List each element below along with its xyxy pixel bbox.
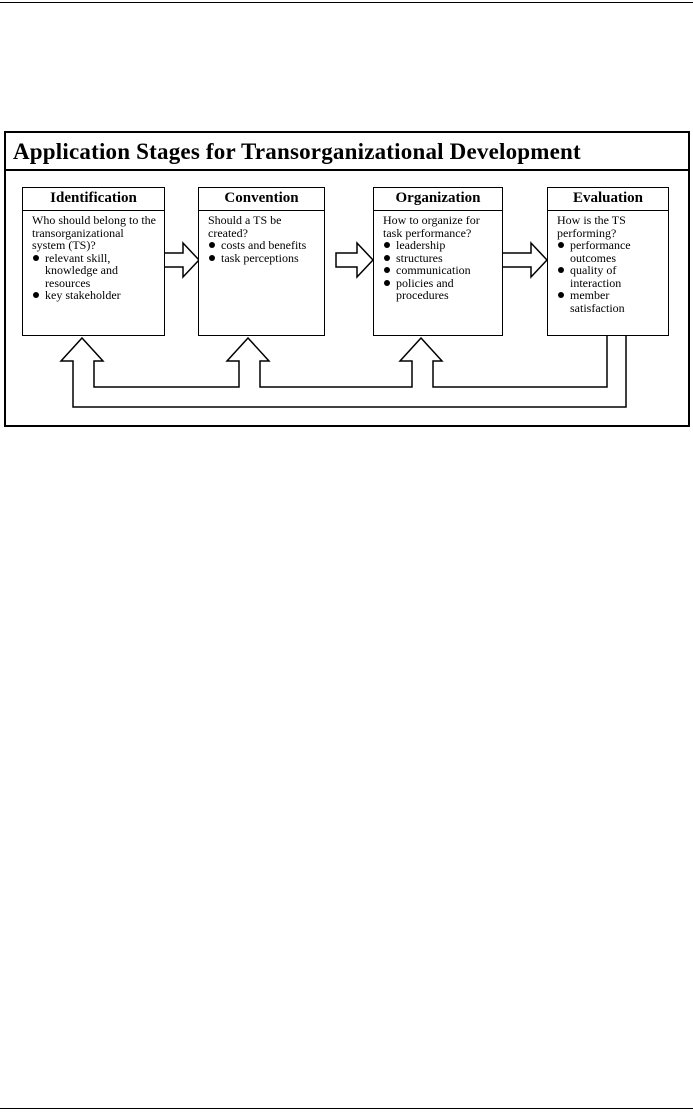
bullet-item: task perceptions — [208, 250, 320, 265]
stage-bullets: relevant skill, knowledge and resources … — [32, 250, 160, 302]
title-divider — [6, 169, 688, 171]
bullet-dot-icon — [209, 254, 215, 261]
stage-title: Organization — [374, 188, 502, 211]
stage-evaluation: Evaluation How is the TS performing? per… — [547, 187, 669, 336]
stage-question: Should a TS be created? — [208, 213, 282, 240]
bullet-item: key stakeholder — [32, 289, 160, 302]
flow-arrows — [59, 241, 627, 408]
forward-arrow-1 — [163, 241, 201, 279]
bullet-item: leadership — [383, 239, 498, 252]
bullet-text: task perceptions — [221, 250, 299, 265]
stage-convention: Convention Should a TS be created? costs… — [198, 187, 325, 336]
bullet-dot-icon — [33, 254, 39, 261]
bullet-text: member satisfaction — [570, 288, 625, 315]
bullet-text: leadership — [396, 238, 446, 252]
bullet-dot-icon — [209, 242, 215, 248]
bullet-dot-icon — [558, 242, 564, 248]
stage-bullets: performance outcomes quality of interact… — [557, 239, 664, 314]
bullet-item: communication — [383, 264, 498, 277]
bullet-text: policies and procedures — [396, 275, 454, 302]
bullet-text: structures — [396, 250, 443, 265]
bullet-dot-icon — [558, 267, 564, 273]
feedback-loop-arrow — [59, 334, 627, 408]
bullet-text: key stakeholder — [45, 288, 121, 302]
bullet-dot-icon — [384, 254, 390, 261]
bullet-text: costs and benefits — [221, 238, 307, 252]
page-top-rule — [0, 2, 693, 3]
forward-arrow-2 — [335, 241, 375, 279]
bullet-dot-icon — [558, 292, 564, 298]
stage-title: Identification — [23, 188, 164, 211]
tod-stages-figure: Application Stages for Transorganization… — [4, 131, 690, 427]
stage-question: Who should belong to the transorganizati… — [32, 213, 156, 252]
stage-title: Evaluation — [548, 188, 668, 211]
page-bottom-rule — [0, 1108, 693, 1109]
stage-organization: Organization How to organize for task pe… — [373, 187, 503, 336]
bullet-dot-icon — [384, 267, 390, 273]
stage-identification: Identification Who should belong to the … — [22, 187, 165, 336]
bullet-item: structures — [383, 250, 498, 265]
stage-question: How is the TS performing? — [557, 213, 626, 240]
bullet-item: costs and benefits — [208, 239, 320, 252]
bullet-item: quality of interaction — [557, 264, 664, 289]
bullet-item: policies and procedures — [383, 275, 498, 302]
forward-arrow-3 — [501, 241, 549, 279]
stage-body: Who should belong to the transorganizati… — [23, 211, 164, 302]
bullet-item: member satisfaction — [557, 289, 664, 314]
stage-body: Should a TS be created? costs and benefi… — [199, 211, 324, 264]
bullet-text: relevant skill, knowledge and resources — [45, 250, 118, 290]
stage-title: Convention — [199, 188, 324, 211]
bullet-item: performance outcomes — [557, 239, 664, 264]
bullet-dot-icon — [33, 292, 39, 298]
bullet-text: communication — [396, 263, 471, 277]
stage-bullets: costs and benefits task perceptions — [208, 239, 320, 264]
bullet-text: performance outcomes — [570, 238, 631, 265]
bullet-text: quality of interaction — [570, 263, 622, 290]
stage-body: How to organize for task performance? le… — [374, 211, 502, 302]
bullet-dot-icon — [384, 242, 390, 248]
figure-title: Application Stages for Transorganization… — [13, 139, 581, 164]
bullet-item: relevant skill, knowledge and resources — [32, 250, 160, 290]
stage-bullets: leadership structures communication poli… — [383, 239, 498, 302]
stage-body: How is the TS performing? performance ou… — [548, 211, 668, 314]
bullet-dot-icon — [384, 279, 390, 286]
stage-question: How to organize for task performance? — [383, 213, 480, 240]
